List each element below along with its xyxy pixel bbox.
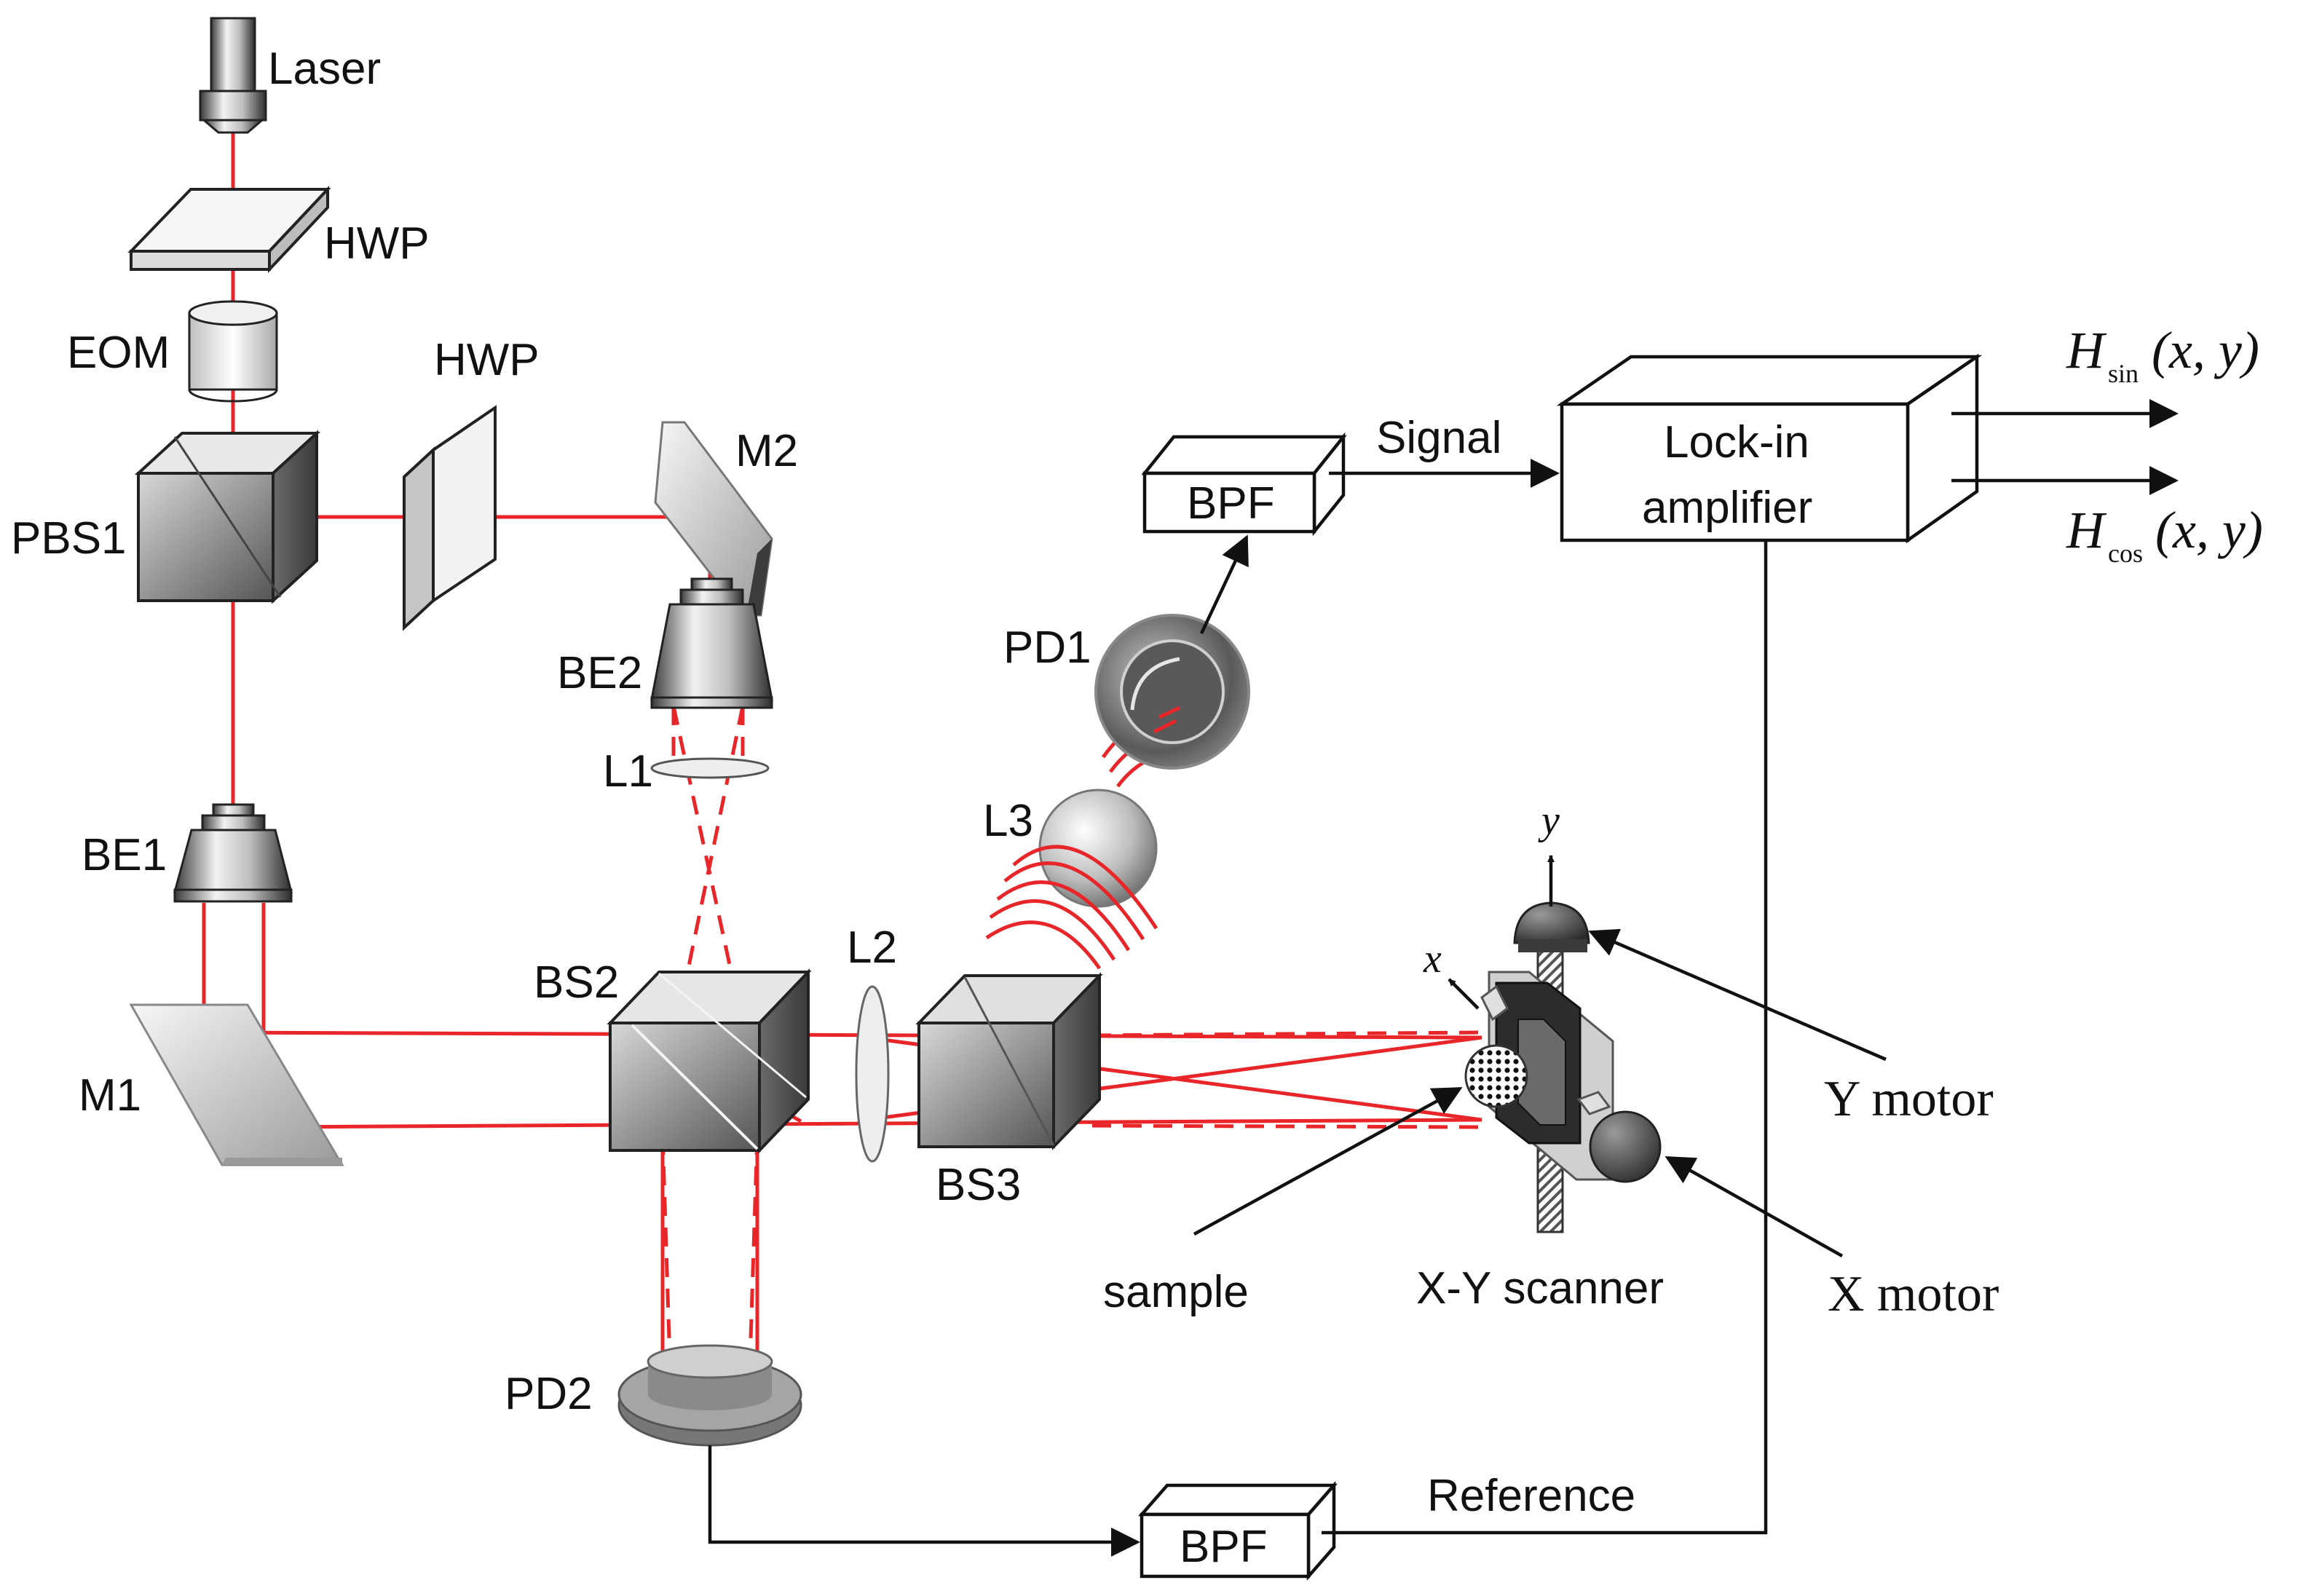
lens-l2 (855, 985, 890, 1163)
bs2-cube (607, 968, 812, 1154)
lockin-amplifier-box (1556, 353, 1983, 544)
axis-y-label: y (1538, 798, 1560, 843)
output-h-sin: H sin (x, y) (2066, 321, 2259, 388)
be2-label: BE2 (557, 648, 642, 698)
l3-label: L3 (983, 796, 1033, 846)
bpf-bottom-label: BPF (1180, 1522, 1268, 1572)
pbs1-label: PBS1 (11, 513, 127, 564)
h-sin-symbol: H (2066, 321, 2107, 379)
h-sin-args: (x, y) (2152, 321, 2259, 379)
eom-label: EOM (67, 328, 170, 378)
hwp-top-label: HWP (324, 218, 430, 269)
bpf-bottom-box (1138, 1481, 1338, 1581)
pd2-label: PD2 (505, 1369, 593, 1419)
h-cos-subscript: cos (2108, 539, 2143, 568)
bpf-top-label: BPF (1187, 478, 1275, 529)
be1-label: BE1 (82, 830, 167, 880)
h-cos-symbol: H (2066, 501, 2107, 559)
sample-label: sample (1103, 1267, 1249, 1317)
l2-label: L2 (847, 923, 897, 973)
laser-head (199, 17, 267, 134)
photodiode-pd2 (617, 1344, 802, 1447)
mirror-m1 (129, 1003, 344, 1166)
callout-pointers (1193, 928, 1887, 1257)
photodiode-pd1 (1094, 614, 1250, 770)
l1-label: L1 (603, 746, 653, 797)
bpf-top-box (1141, 432, 1347, 537)
beam-expander-be2 (650, 577, 773, 709)
pd1-label: PD1 (1003, 623, 1091, 673)
scanner-axes (1448, 855, 1555, 1010)
h-cos-args: (x, y) (2155, 501, 2263, 559)
lens-l1 (650, 757, 770, 779)
half-wave-plate-top (127, 185, 331, 274)
signal-label: Signal (1376, 413, 1501, 463)
xy-scanner (1480, 901, 1662, 1233)
m1-label: M1 (79, 1070, 141, 1121)
h-sin-subscript: sin (2108, 359, 2139, 388)
lockin-label-line1: Lock-in (1664, 417, 1809, 467)
reference-label: Reference (1427, 1471, 1635, 1521)
output-h-cos: H cos (x, y) (2066, 501, 2263, 568)
beam-expander-be1 (173, 803, 293, 903)
wavefronts-lower (985, 845, 1158, 970)
lockin-label-line2: amplifier (1642, 483, 1812, 533)
axis-x-label: x (1423, 936, 1442, 981)
laser-label: Laser (268, 44, 381, 94)
bs2-label: BS2 (534, 957, 619, 1008)
bs3-cube (915, 972, 1103, 1150)
m2-label: M2 (735, 426, 798, 476)
sample-disc (1464, 1044, 1528, 1108)
y-motor-label: Y motor (1824, 1071, 1994, 1127)
half-wave-plate-middle (403, 405, 497, 631)
bs3-label: BS3 (936, 1160, 1021, 1210)
eom-cylinder (188, 300, 278, 403)
laser-beams (202, 127, 1482, 1362)
scanner-label: X-Y scanner (1416, 1263, 1664, 1313)
signal-wires (708, 399, 2179, 1557)
mirror-m2 (654, 421, 773, 617)
hwp-mid-label: HWP (434, 335, 540, 385)
x-motor-label: X motor (1828, 1266, 1999, 1322)
pbs1-cube (134, 430, 321, 604)
